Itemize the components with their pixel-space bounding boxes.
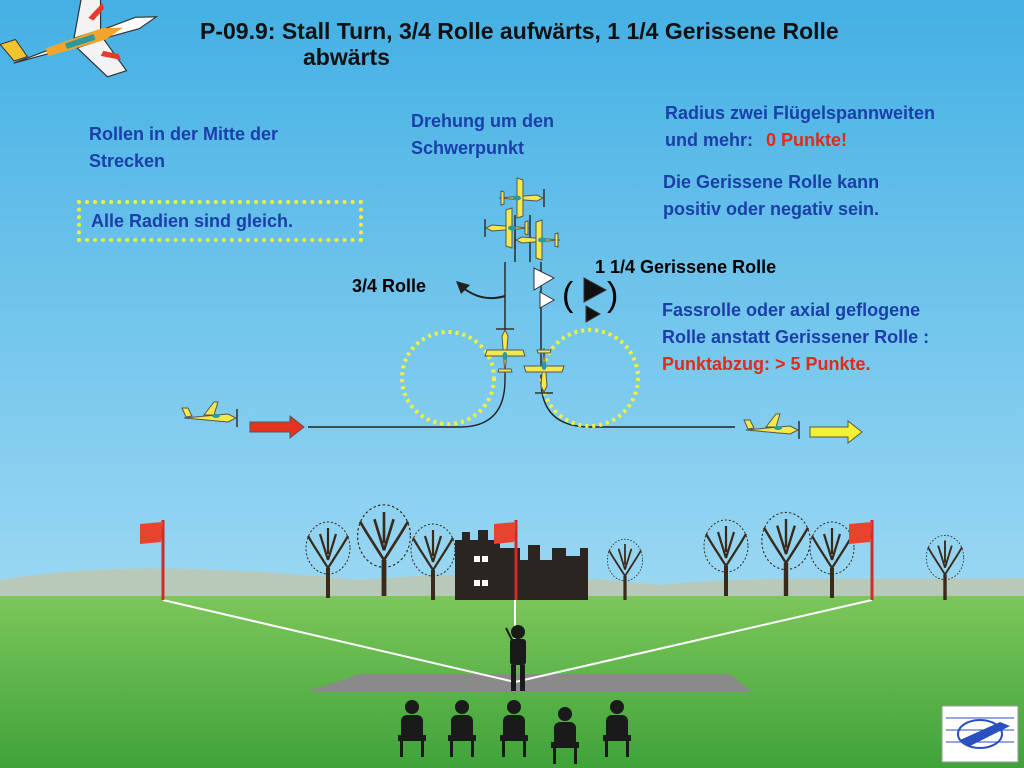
snap-roll-paren-open: ( [562,276,574,314]
label-three-quarter-roll: 3/4 Rolle [352,276,427,296]
title-line-1: P-09.9: Stall Turn, 3/4 Rolle aufwärts, … [200,18,839,44]
note-rollen-mitte-line-2: Strecken [89,151,166,171]
runway [306,674,752,692]
note-gerissene-line-1: Die Gerissene Rolle kann [663,172,880,192]
decorative-plane-logo [0,0,159,78]
note-fass-line-2: Rolle anstatt Gerissener Rolle : [662,327,930,347]
note-radius-penalty: 0 Punkte! [766,130,848,150]
pilot-figure [505,625,526,691]
flag-right [849,520,874,600]
note-radius-line-2-prefix: und mehr: [665,130,753,150]
note-radius-line-2: und mehr: 0 Punkte! [665,127,935,154]
note-fassrolle: Fassrolle oder axial geflogene Rolle ans… [662,297,929,378]
castle-ruin [455,530,588,600]
note-rollen-mitte: Rollen in der Mitte der Strecken [89,121,278,175]
note-drehung: Drehung um den Schwerpunkt [411,108,554,162]
note-gerissene-line-2: positiv oder negativ sein. [663,199,880,219]
page-title: P-09.9: Stall Turn, 3/4 Rolle aufwärts, … [200,18,1010,70]
loop-left [400,330,496,426]
note-drehung-line-1: Drehung um den [411,111,554,131]
note-radius: Radius zwei Flügelspannweiten und mehr: … [665,100,935,154]
snap-roll-symbols [533,267,608,323]
fai-logo [941,705,1019,763]
loop-right [540,328,640,428]
note-fass-penalty: Punktabzug: > 5 Punkte. [662,354,871,374]
flag-center [494,520,518,600]
note-radius-line-1: Radius zwei Flügelspannweiten [665,103,936,123]
title-line-2: abwärts [303,44,390,70]
entry-arrow [249,414,305,440]
note-fass-line-1: Fassrolle oder axial geflogene [662,300,921,320]
note-alle-radien-box: Alle Radien sind gleich. [77,200,363,242]
sky [0,0,1024,600]
note-rollen-mitte-line-1: Rollen in der Mitte der [89,124,279,144]
note-gerissene-rolle: Die Gerissene Rolle kann positiv oder ne… [663,169,879,223]
exit-arrow [809,419,863,445]
snap-roll-paren-close: ) [607,276,619,314]
note-drehung-line-2: Schwerpunkt [411,138,525,158]
flag-left [140,520,165,600]
label-snap-roll: 1 1/4 Gerissene Rolle [595,257,777,277]
note-alle-radien: Alle Radien sind gleich. [91,211,294,231]
